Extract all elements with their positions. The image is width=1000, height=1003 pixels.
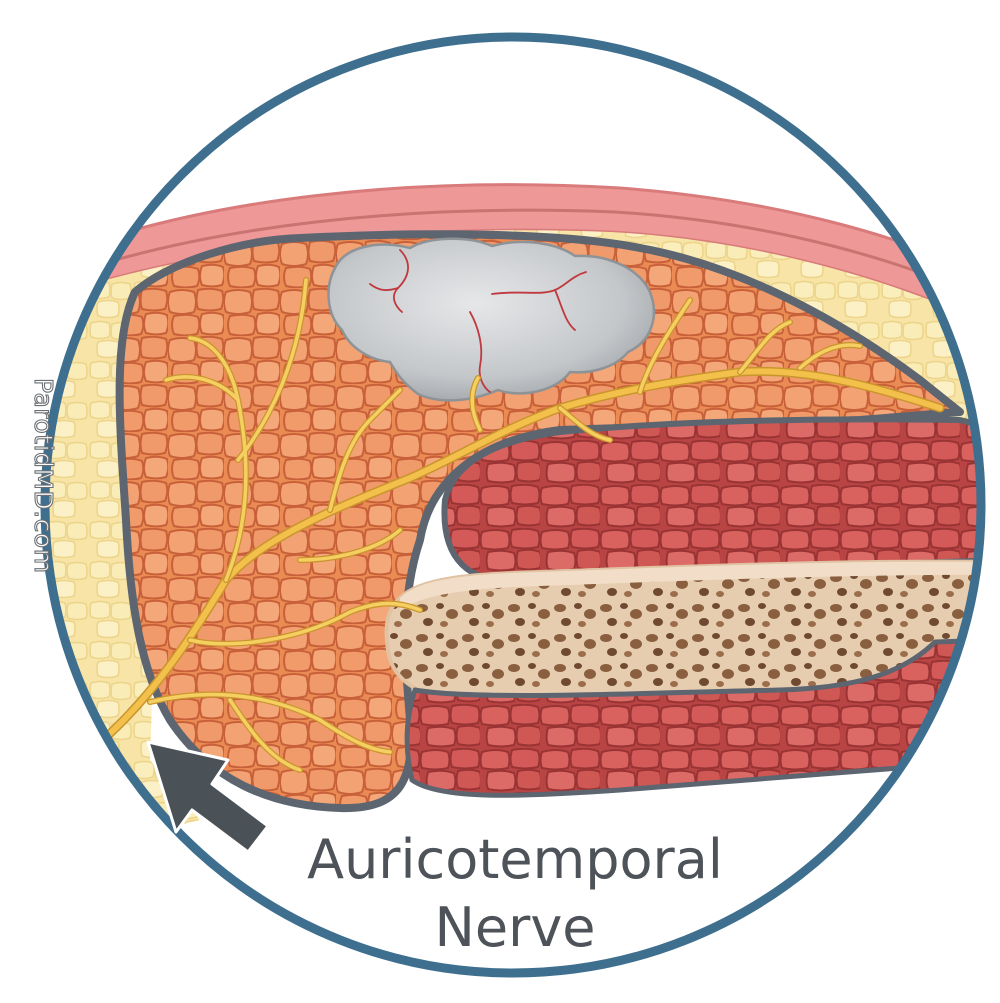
- dermis-line: [45, 208, 981, 308]
- tumor-vessels: [369, 249, 587, 393]
- label-line-1: Auricotemporal: [307, 828, 723, 891]
- masseter-muscle-upper: [441, 416, 981, 584]
- label-line-2: Nerve: [435, 896, 596, 959]
- pointer-arrow: [146, 740, 270, 854]
- circle-frame: [40, 32, 986, 978]
- nerve-branches: [91, 277, 945, 773]
- parotid-gland: [115, 230, 964, 813]
- mandible-cortex: [400, 561, 981, 610]
- nerve-node-highlight: [87, 735, 97, 745]
- watermark-text: ParotidMD.com: [29, 378, 58, 574]
